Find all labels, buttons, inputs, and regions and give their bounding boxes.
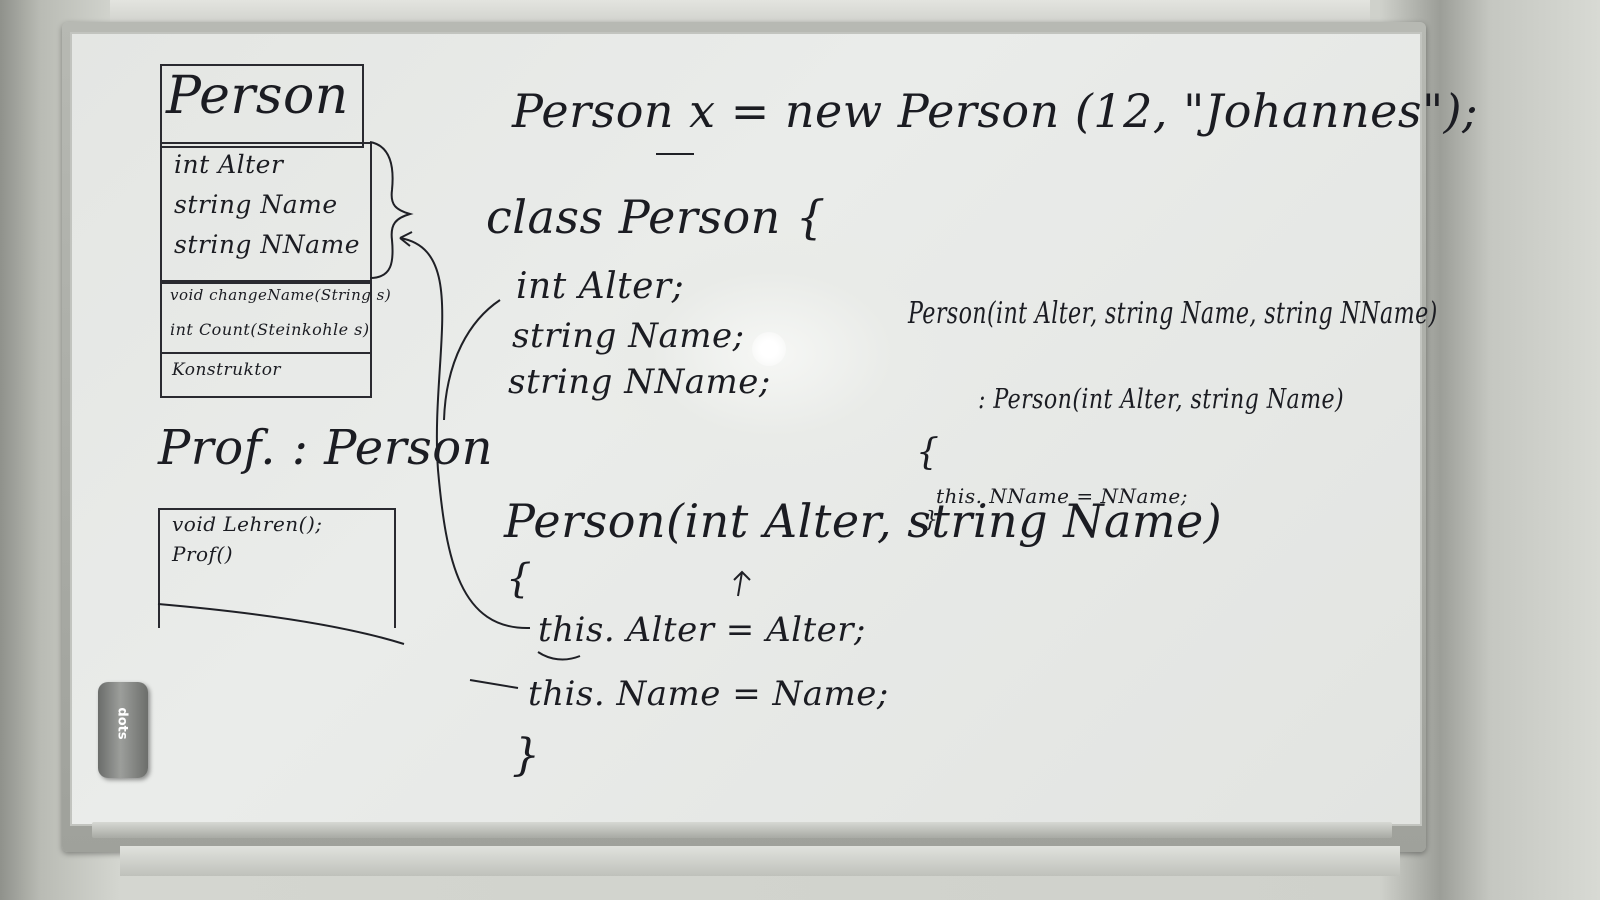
code-instantiation: Person x = new Person (12, "Johannes");: [512, 84, 1479, 138]
uml-method-changename: void changeName(String s): [170, 286, 392, 304]
arrow-head-fields: [399, 231, 413, 247]
field-group-brace: [369, 141, 414, 279]
uml-class-name: Person: [166, 66, 349, 126]
code-constructor-close-brace: }: [512, 730, 541, 781]
marker-tray: [92, 822, 1392, 838]
uml-prof-constructor: Prof(): [172, 542, 234, 566]
uml-person-constructor-box: [160, 352, 372, 398]
code-constructor-assign-name: this. Name = Name;: [528, 674, 889, 714]
uml-person-name-box: [160, 64, 364, 148]
connector-arrow-to-fields: [399, 237, 531, 630]
whiteboard-surface: [70, 32, 1422, 826]
code-overload-signature: Person(int Alter, string Name, string NN…: [908, 296, 1438, 331]
wall-upper-panel: [110, 0, 1370, 26]
uml-prof-box: [158, 508, 396, 628]
code-field-nname: string NName;: [508, 362, 771, 402]
code-base-call: : Person(int Alter, string Name): [978, 384, 1345, 415]
uml-field-alter: int Alter: [174, 150, 284, 179]
code-constructor-assign-alter: this. Alter = Alter;: [538, 610, 866, 650]
code-overload-close-brace: }: [924, 508, 939, 533]
uml-method-count: int Count(Steinkohle s): [170, 320, 370, 339]
uml-field-name: string Name: [174, 190, 338, 219]
uml-field-nname: string NName: [174, 230, 361, 259]
whiteboard-eraser[interactable]: [98, 682, 148, 778]
code-field-name: string Name;: [512, 316, 745, 356]
underline-this: [537, 651, 581, 661]
connector-arrow-to-class-fields: [443, 299, 501, 421]
uml-person-fields-box: [160, 142, 372, 282]
prof-box-underline: [157, 603, 405, 645]
left-stroke-name: [469, 679, 519, 689]
lower-rail: [120, 846, 1400, 876]
uml-constructor-label: Konstruktor: [172, 360, 282, 380]
code-overload-body: this. NName = NName;: [936, 484, 1188, 508]
uml-prof-method-lehren: void Lehren();: [172, 512, 323, 536]
code-overload-open-brace: {: [916, 432, 940, 473]
light-reflection: [752, 332, 786, 366]
pointer-arrow-alter: [733, 570, 751, 597]
code-field-alter: int Alter;: [516, 266, 685, 307]
code-constructor-signature: Person(int Alter, string Name): [504, 494, 1223, 548]
code-constructor-open-brace: {: [506, 556, 532, 602]
code-class-declaration: class Person {: [486, 190, 826, 244]
